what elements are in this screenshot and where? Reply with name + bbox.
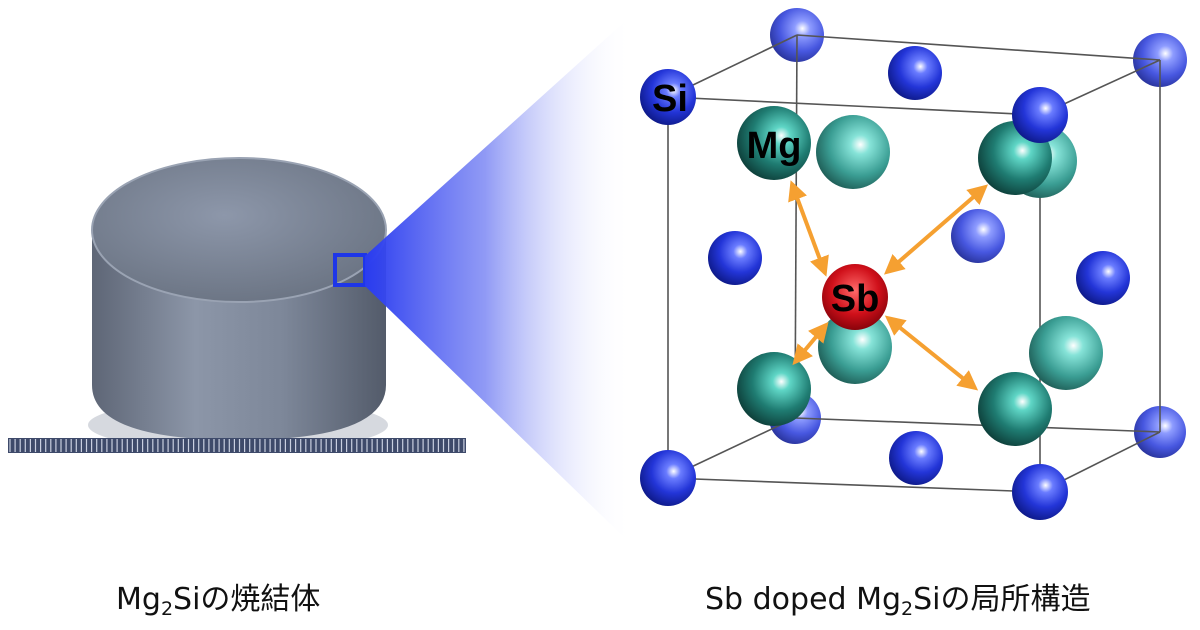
caption-right-prefix: Sb doped Mg bbox=[705, 582, 902, 617]
bond-arrow bbox=[884, 315, 979, 391]
caption-left-subscript: 2 bbox=[160, 598, 174, 620]
si-atom bbox=[1076, 251, 1130, 305]
si-atom bbox=[889, 431, 943, 485]
mg-atom bbox=[737, 106, 811, 180]
crystal-structure: Si Mg Sb bbox=[640, 8, 1187, 520]
sb-label: Sb bbox=[831, 278, 880, 320]
scale-ruler bbox=[8, 438, 466, 453]
bond-arrow bbox=[788, 180, 829, 277]
caption-left-suffix: Siの焼結体 bbox=[173, 582, 321, 617]
zoom-cone bbox=[365, 15, 632, 545]
si-atom bbox=[1012, 464, 1068, 520]
si-atom bbox=[640, 450, 696, 506]
sb-atom bbox=[822, 264, 888, 330]
si-label: Si bbox=[652, 78, 688, 120]
mg-atom bbox=[816, 115, 890, 189]
si-atom bbox=[951, 209, 1005, 263]
si-atom bbox=[708, 231, 762, 285]
caption-sintered-body: Mg2Siの焼結体 bbox=[116, 575, 320, 625]
ruler-ticks bbox=[9, 439, 465, 452]
caption-left-prefix: Mg bbox=[116, 582, 161, 617]
pellet-photo bbox=[88, 157, 388, 451]
bond-arrow bbox=[883, 184, 989, 275]
si-atom bbox=[888, 46, 942, 100]
bond-arrow bbox=[792, 321, 829, 366]
si-atom bbox=[640, 69, 696, 125]
mg-label: Mg bbox=[747, 125, 802, 167]
pellet-top-rim bbox=[91, 157, 387, 303]
mg-atom bbox=[978, 372, 1052, 446]
caption-right-subscript: 2 bbox=[901, 598, 914, 620]
mg-atom bbox=[737, 352, 811, 426]
bond-arrows bbox=[788, 180, 989, 391]
caption-right-suffix: Siの局所構造 bbox=[913, 582, 1091, 617]
mg-atom bbox=[1029, 316, 1103, 390]
si-atom bbox=[1012, 87, 1068, 143]
caption-local-structure: Sb doped Mg2Siの局所構造 bbox=[705, 575, 1091, 625]
mg-atom bbox=[818, 310, 892, 384]
pellet-top-face bbox=[92, 158, 386, 302]
